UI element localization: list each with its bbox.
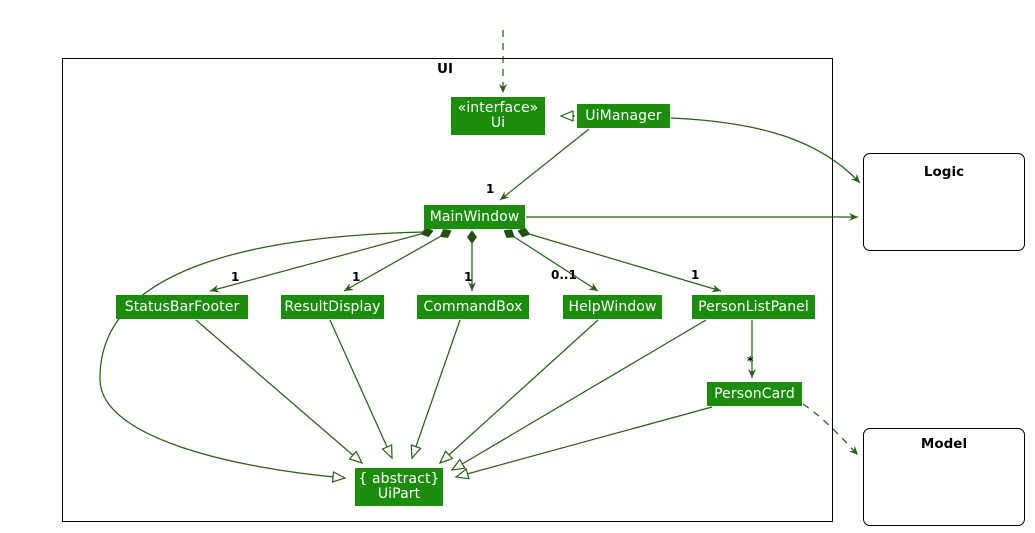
class-commandbox[interactable]: CommandBox xyxy=(417,295,529,319)
multiplicity-mainwindow-helpwindow: 0..1 xyxy=(551,268,577,282)
package-ui-label: UI xyxy=(437,61,453,77)
edge-personlistpanel-inherits-uipart xyxy=(450,319,707,471)
class-statusbarfooter[interactable]: StatusBarFooter xyxy=(116,295,248,319)
multiplicity-mainwindow-personlistpanel: 1 xyxy=(691,268,700,282)
class-uipart[interactable]: { abstract} UiPart xyxy=(355,468,443,506)
package-model-label: Model xyxy=(920,436,968,452)
edge-statusbarfooter-inherits-uipart xyxy=(195,319,364,465)
edge-mainwindow-inherits-uipart xyxy=(99,231,425,483)
package-logic xyxy=(863,153,1025,251)
class-ui-interface[interactable]: «interface» Ui xyxy=(451,97,545,135)
class-uimanager-name: UiManager xyxy=(585,107,662,124)
multiplicity-mainwindow-statusbarfooter: 1 xyxy=(231,270,240,284)
edge-uimanager-to-mainwindow xyxy=(499,128,590,201)
edge-uimanager-to-logic xyxy=(670,117,861,184)
class-resultdisplay[interactable]: ResultDisplay xyxy=(281,295,384,319)
class-mainwindow[interactable]: MainWindow xyxy=(424,205,525,229)
multiplicity-mainwindow-resultdisplay: 1 xyxy=(352,270,361,284)
class-mainwindow-name: MainWindow xyxy=(429,208,520,225)
package-model xyxy=(863,428,1025,526)
multiplicity-uimanager-mainwindow: 1 xyxy=(486,182,495,196)
edge-mainwindow-to-personlistpanel xyxy=(519,231,722,291)
package-ui xyxy=(62,58,833,522)
edge-commandbox-inherits-uipart xyxy=(410,319,461,460)
edge-personcard-inherits-uipart xyxy=(454,406,713,480)
class-statusbarfooter-name: StatusBarFooter xyxy=(124,298,240,315)
edge-resultdisplay-inherits-uipart xyxy=(329,319,393,460)
class-personcard-name: PersonCard xyxy=(714,385,795,402)
class-commandbox-name: CommandBox xyxy=(423,298,523,315)
class-helpwindow[interactable]: HelpWindow xyxy=(563,295,662,319)
class-uipart-stereotype: { abstract} xyxy=(358,471,440,487)
edge-mainwindow-to-resultdisplay xyxy=(343,231,450,292)
class-uipart-name: UiPart xyxy=(377,486,421,502)
multiplicity-mainwindow-commandbox: 1 xyxy=(464,270,473,284)
class-personlistpanel[interactable]: PersonListPanel xyxy=(692,295,815,319)
package-logic-label: Logic xyxy=(923,164,965,180)
class-ui-interface-stereotype: «interface» xyxy=(457,100,539,116)
class-personlistpanel-name: PersonListPanel xyxy=(698,298,809,315)
class-resultdisplay-name: ResultDisplay xyxy=(284,298,381,315)
class-personcard[interactable]: PersonCard xyxy=(707,382,802,406)
class-ui-interface-name: Ui xyxy=(490,115,506,131)
edge-personcard-to-model xyxy=(802,403,859,456)
edge-helpwindow-inherits-uipart xyxy=(438,319,599,465)
class-uimanager[interactable]: UiManager xyxy=(577,104,670,128)
class-helpwindow-name: HelpWindow xyxy=(568,298,657,315)
multiplicity-personlistpanel-personcard: * xyxy=(747,354,754,368)
